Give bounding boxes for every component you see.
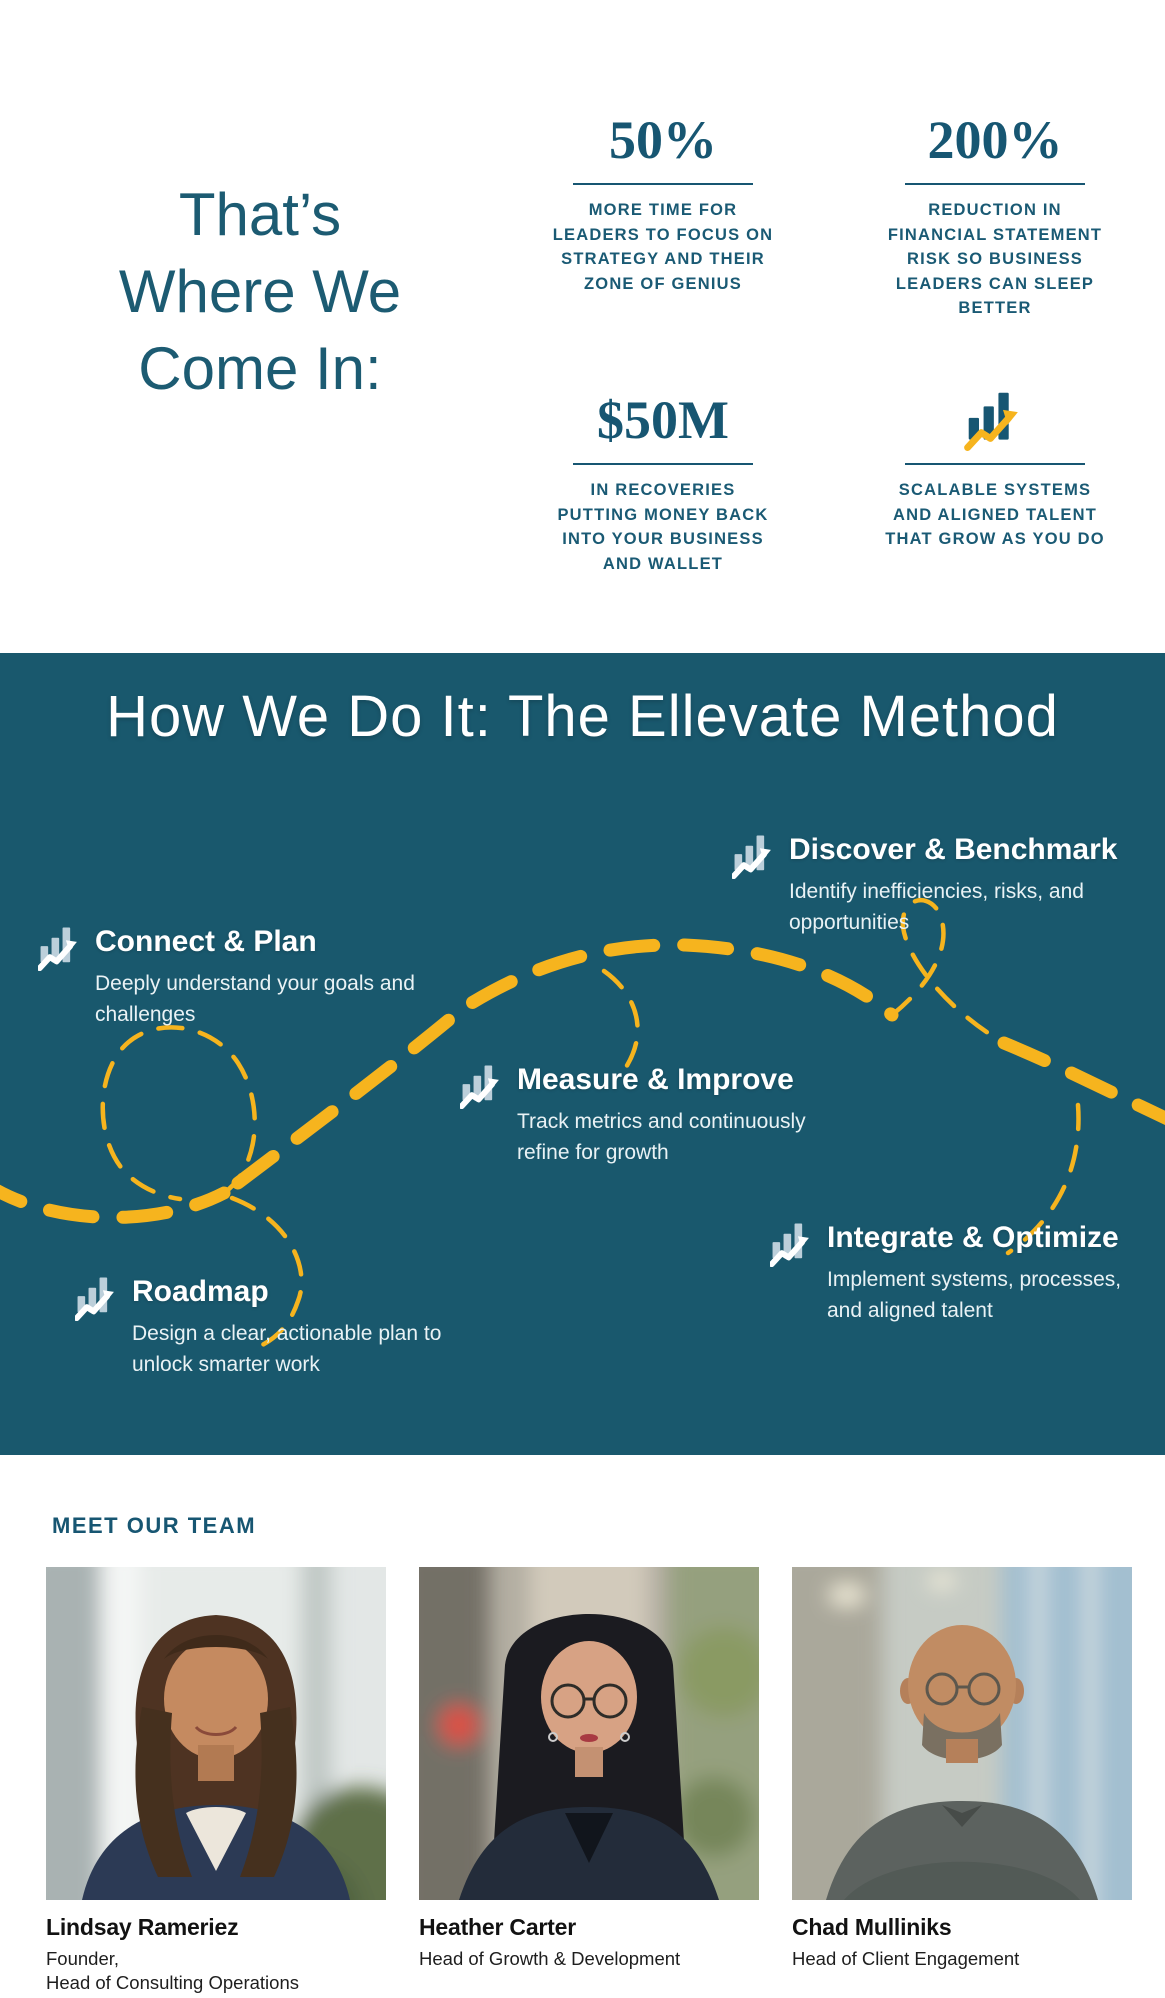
step-text: Connect & Plan Deeply understand your go… — [95, 925, 435, 1030]
member-title: Founder, Head of Consulting Operations — [46, 1948, 299, 1993]
growth-chart-icon — [770, 1223, 809, 1267]
photo-chad-mulliniks — [792, 1567, 1132, 1900]
stat-label: MORE TIME FOR LEADERS TO FOCUS ON STRATE… — [552, 201, 774, 293]
photo-heather-carter — [419, 1567, 759, 1900]
stat-divider — [573, 183, 753, 185]
growth-chart-icon — [964, 392, 1018, 451]
step-title: Measure & Improve — [517, 1063, 794, 1096]
method-step-connect-plan: Connect & Plan Deeply understand your go… — [38, 925, 435, 1030]
step-text: Roadmap Design a clear, actionable plan … — [132, 1275, 482, 1380]
step-text: Measure & Improve Track metrics and cont… — [517, 1063, 817, 1168]
team-member-card: Heather Carter Head of Growth & Developm… — [419, 1567, 759, 1995]
member-name: Lindsay Rameriez — [46, 1914, 239, 1940]
team-section: MEET OUR TEAM — [0, 1455, 1165, 1998]
method-step-measure-improve: Measure & Improve Track metrics and cont… — [460, 1063, 817, 1168]
step-title: Discover & Benchmark — [789, 833, 1118, 866]
growth-chart-icon — [38, 927, 77, 971]
method-section: How We Do It: The Ellevate Method Connec… — [0, 653, 1165, 1455]
member-title: Head of Client Engagement — [792, 1948, 1020, 1969]
member-name: Chad Mulliniks — [792, 1914, 952, 1940]
growth-chart-icon — [732, 835, 771, 879]
stat-risk-reduction: 200% REDUCTION IN FINANCIAL STATEMENT RI… — [855, 95, 1135, 375]
step-text: Discover & Benchmark Identify inefficien… — [789, 833, 1117, 938]
method-step-roadmap: Roadmap Design a clear, actionable plan … — [75, 1275, 482, 1380]
stat-divider — [905, 463, 1085, 465]
stat-icon-wrap — [855, 375, 1135, 451]
method-step-discover-benchmark: Discover & Benchmark Identify inefficien… — [732, 833, 1117, 938]
step-text: Integrate & Optimize Implement systems, … — [827, 1221, 1147, 1326]
member-title: Head of Growth & Development — [419, 1948, 681, 1969]
team-member-card: Chad Mulliniks Head of Client Engagement — [792, 1567, 1132, 1995]
step-title: Connect & Plan — [95, 925, 317, 958]
stat-label: REDUCTION IN FINANCIAL STATEMENT RISK SO… — [887, 201, 1103, 317]
stat-divider — [573, 463, 753, 465]
stat-divider — [905, 183, 1085, 185]
method-heading: How We Do It: The Ellevate Method — [106, 684, 1059, 749]
intro-section: That’s Where We Come In: 50% MORE TIME F… — [0, 0, 1165, 653]
photo-lindsay-rameriez — [46, 1567, 386, 1900]
stat-scalable-systems: SCALABLE SYSTEMS AND ALIGNED TALENT THAT… — [855, 375, 1135, 655]
stats-grid: 50% MORE TIME FOR LEADERS TO FOCUS ON ST… — [523, 95, 1135, 655]
step-description: Design a clear, actionable plan to unloc… — [132, 1321, 442, 1376]
page-title: That’s Where We Come In: — [118, 181, 402, 402]
stat-label: SCALABLE SYSTEMS AND ALIGNED TALENT THAT… — [885, 481, 1105, 548]
team-members-row: Lindsay Rameriez Founder, Head of Consul… — [46, 1567, 1132, 1995]
stat-label: IN RECOVERIES PUTTING MONEY BACK INTO YO… — [557, 481, 769, 573]
growth-chart-icon — [75, 1277, 114, 1321]
step-title: Integrate & Optimize — [827, 1221, 1119, 1254]
stat-value: $50M — [597, 390, 729, 450]
step-title: Roadmap — [132, 1275, 269, 1308]
stat-more-time: 50% MORE TIME FOR LEADERS TO FOCUS ON ST… — [523, 95, 803, 375]
member-name: Heather Carter — [419, 1914, 576, 1940]
stat-value: 200% — [927, 110, 1063, 170]
method-step-integrate-optimize: Integrate & Optimize Implement systems, … — [770, 1221, 1147, 1326]
step-description: Implement systems, processes, and aligne… — [827, 1267, 1122, 1322]
step-description: Track metrics and continuously refine fo… — [517, 1109, 806, 1164]
team-member-card: Lindsay Rameriez Founder, Head of Consul… — [46, 1567, 386, 1995]
step-description: Identify inefficiencies, risks, and oppo… — [789, 879, 1084, 934]
step-description: Deeply understand your goals and challen… — [95, 971, 415, 1026]
stat-value: 50% — [609, 110, 717, 170]
team-heading: MEET OUR TEAM — [52, 1513, 257, 1538]
growth-chart-icon — [460, 1065, 499, 1109]
stat-recoveries: $50M IN RECOVERIES PUTTING MONEY BACK IN… — [523, 375, 803, 655]
